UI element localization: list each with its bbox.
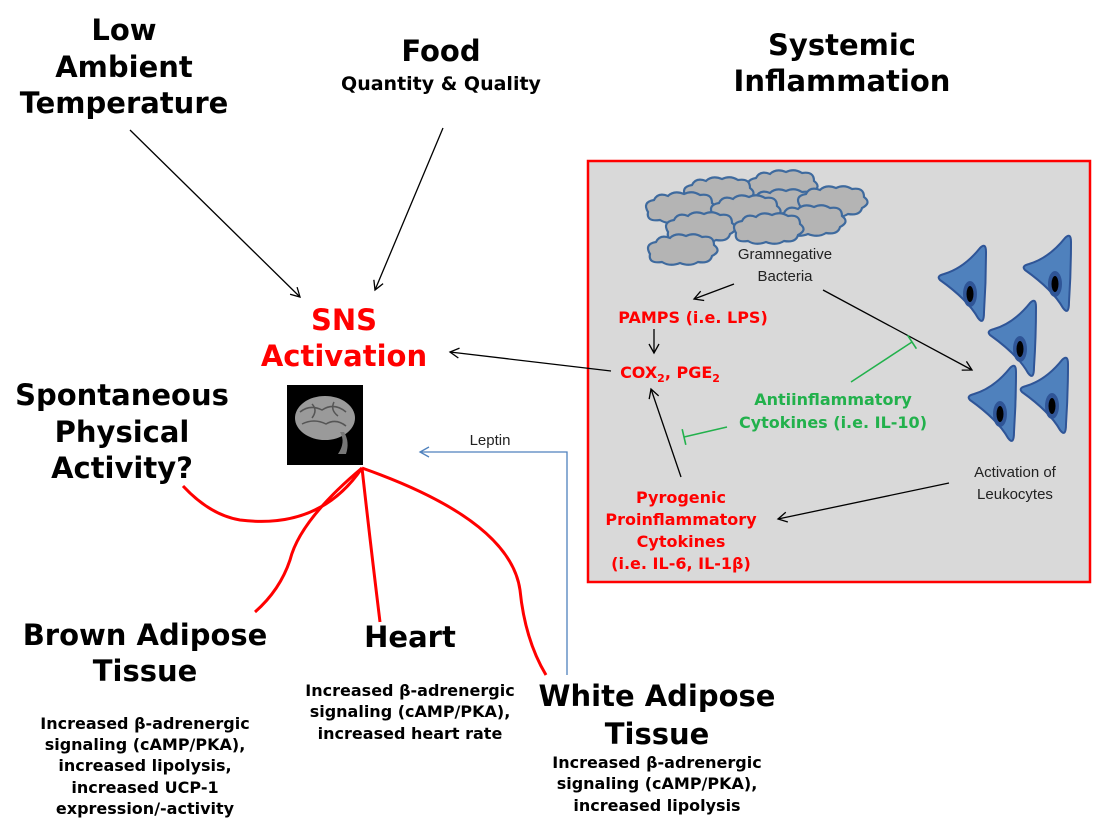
svg-text:Leukocytes: Leukocytes [977,486,1053,503]
leptin-arrow [418,446,568,675]
svg-text:Activation of: Activation of [974,464,1057,481]
svg-text:Pyrogenic: Pyrogenic [636,488,726,507]
low-ambient-temperature-label: Low Ambient Temperature [20,13,229,120]
brain-image [287,385,363,465]
bacteria-label: Gramnegative Bacteria [738,246,832,285]
svg-text:increased UCP-1: increased UCP-1 [71,778,218,797]
anti-inflammatory-label: Antiinflammatory Cytokines (i.e. IL-10) [739,390,927,432]
food-arrow [373,127,444,292]
svg-text:Increased β-adrenergic: Increased β-adrenergic [40,714,249,733]
brown-adipose-tissue: Brown Adipose Tissue Increased β-adrener… [23,618,268,818]
svg-text:Increased β-adrenergic: Increased β-adrenergic [552,753,761,772]
sns-activation-label: SNS Activation [261,303,427,373]
svg-text:White Adipose: White Adipose [539,679,776,713]
svg-text:Gramnegative: Gramnegative [738,246,832,263]
svg-text:Inflammation: Inflammation [734,64,951,98]
svg-text:Activity?: Activity? [51,451,193,485]
svg-text:Low: Low [91,13,156,47]
svg-text:Cytokines: Cytokines [637,532,726,551]
food-label: Food Quantity & Quality [341,34,541,95]
pamps-label: PAMPS (i.e. LPS) [618,308,768,327]
white-adipose-tissue: White Adipose Tissue Increased β-adrener… [539,679,776,815]
svg-text:Proinflammatory: Proinflammatory [605,510,757,529]
svg-text:SNS: SNS [311,303,377,337]
svg-text:Food: Food [401,34,480,68]
leukocytes-label: Activation of Leukocytes [974,464,1057,503]
svg-text:increased heart rate: increased heart rate [318,724,503,743]
svg-text:Brown Adipose: Brown Adipose [23,618,268,652]
svg-text:expression/-activity: expression/-activity [56,799,235,818]
svg-text:Spontaneous: Spontaneous [15,378,229,412]
svg-text:Temperature: Temperature [20,86,229,120]
svg-text:increased lipolysis: increased lipolysis [573,796,740,815]
svg-text:Tissue: Tissue [605,717,710,751]
heart: Heart Increased β-adrenergic signaling (… [305,620,514,743]
svg-text:signaling (cAMP/PKA),: signaling (cAMP/PKA), [557,774,758,793]
inflammation-arrows [448,283,974,523]
svg-text:Heart: Heart [364,620,456,654]
svg-text:Ambient: Ambient [55,50,193,84]
cox-pge-label: COX2, PGE2 [620,363,720,385]
svg-text:Quantity & Quality: Quantity & Quality [341,73,541,95]
svg-text:Antiinflammatory: Antiinflammatory [754,390,912,409]
leptin-label: Leptin [470,432,511,449]
svg-text:Bacteria: Bacteria [757,268,813,285]
inhibition-lines [681,334,918,445]
spontaneous-activity-label: Spontaneous Physical Activity? [15,378,229,485]
svg-text:Physical: Physical [55,415,190,449]
svg-text:Activation: Activation [261,339,427,373]
svg-text:(i.e. IL-6, IL-1β): (i.e. IL-6, IL-1β) [611,554,751,573]
systemic-inflammation-label: Systemic Inflammation [734,28,951,98]
pyrogenic-cytokines-label: Pyrogenic Proinflammatory Cytokines (i.e… [605,488,757,573]
svg-text:signaling (cAMP/PKA),: signaling (cAMP/PKA), [45,735,246,754]
svg-text:increased lipolysis,: increased lipolysis, [58,756,231,775]
sns-nerve-lines [181,466,548,676]
svg-text:Increased β-adrenergic: Increased β-adrenergic [305,681,514,700]
svg-text:Cytokines (i.e. IL-10): Cytokines (i.e. IL-10) [739,413,927,432]
svg-text:Systemic: Systemic [768,28,916,62]
svg-text:signaling (cAMP/PKA),: signaling (cAMP/PKA), [310,702,511,721]
svg-text:Tissue: Tissue [93,654,198,688]
temperature-arrow [129,129,301,298]
